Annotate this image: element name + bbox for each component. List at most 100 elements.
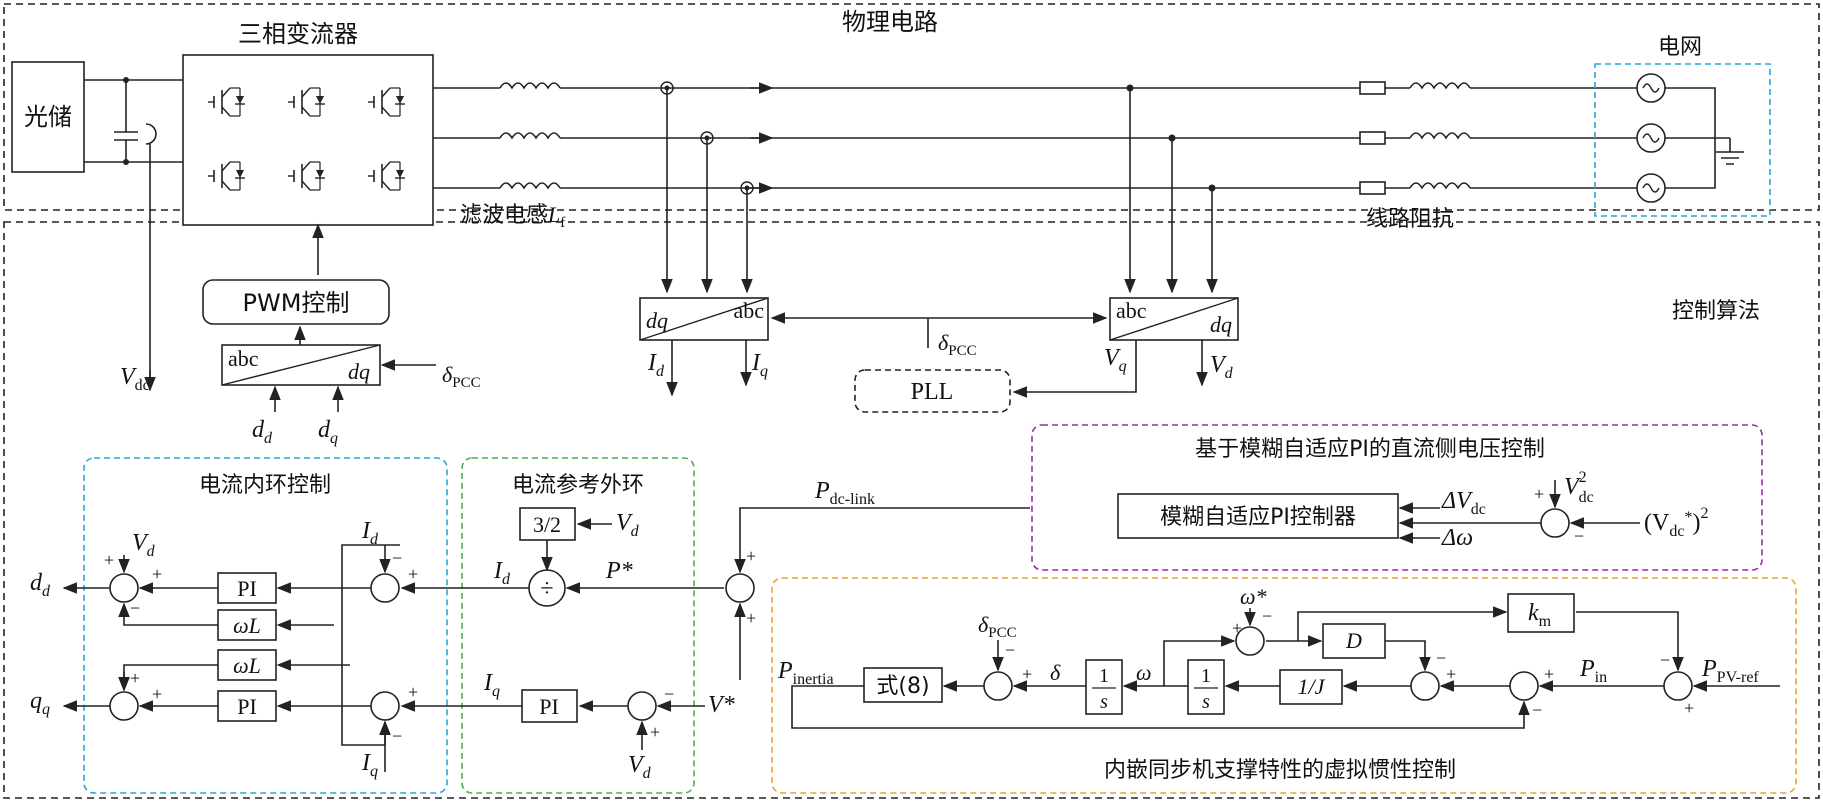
- fuzzy-box: [1031, 424, 1763, 571]
- phase-lines: [433, 87, 1730, 189]
- km-box: [1507, 593, 1575, 633]
- dc-node-bot: [123, 159, 129, 165]
- int1-num: 1: [1099, 665, 1109, 687]
- sum-pin: [1509, 671, 1539, 701]
- sumvdc-plus: +: [1534, 484, 1544, 504]
- dq-label: dq: [318, 417, 338, 447]
- sum-v: [627, 691, 657, 721]
- svg-text:+: +: [130, 668, 140, 688]
- pi-q-box: [217, 690, 277, 722]
- divider-label: ÷: [540, 576, 553, 602]
- int2-den: s: [1202, 691, 1210, 713]
- svg-text:−: −: [392, 548, 402, 568]
- id-label: Id: [647, 350, 665, 380]
- svg-text:+: +: [1684, 698, 1694, 718]
- inertia-wires: [791, 606, 1780, 729]
- svg-text:−: −: [1262, 606, 1272, 626]
- int2-num: 1: [1201, 665, 1211, 687]
- abc-dq-volt-abc: abc: [1116, 298, 1147, 323]
- p-star-label: P*: [605, 558, 633, 584]
- int2-box: [1187, 659, 1225, 715]
- ground-icon: [1716, 138, 1744, 165]
- converter-box: [182, 54, 434, 226]
- svg-text:+: +: [1232, 618, 1242, 638]
- current-loop-wires: [62, 544, 400, 772]
- sumvdc-minus: −: [1574, 526, 1584, 546]
- omega-sym: ω: [1136, 660, 1152, 685]
- vdc-label: Vdc: [120, 364, 150, 394]
- svg-text:−: −: [1005, 640, 1015, 660]
- dq-out-label: qq: [30, 688, 50, 718]
- iq-label: Iq: [751, 350, 768, 380]
- eq8-label: 式(8): [876, 674, 929, 699]
- source-box: [11, 61, 85, 173]
- grid-sources: [1636, 73, 1666, 203]
- physical-title: 物理电路: [842, 8, 938, 36]
- vd-gain-label: Vd: [616, 510, 640, 540]
- dd-out-label: dd: [30, 570, 51, 600]
- svg-text:+: +: [408, 564, 418, 584]
- pinertia-label: Pinertia: [777, 658, 834, 688]
- delta-pcc-pwm-label: δPCC: [442, 362, 481, 391]
- grid-label: 电网: [1658, 35, 1702, 60]
- pwm-box: [202, 279, 390, 325]
- ct-symbols: [660, 81, 1216, 195]
- abc-dq-volt-dq: dq: [1210, 312, 1232, 337]
- current-loop-title: 电流内环控制: [199, 473, 331, 498]
- sum-omega: [1235, 626, 1265, 656]
- pdclink-label: Pdc-link: [814, 478, 875, 508]
- pi-d-label: PI: [237, 576, 257, 601]
- int1-box: [1085, 659, 1123, 715]
- current-loop-signs: ++− −+ ++ +−: [104, 548, 418, 746]
- svg-text:+: +: [1544, 664, 1554, 684]
- dq-abc-pwm-dq: dq: [348, 359, 370, 384]
- svg-text:+: +: [152, 684, 162, 704]
- vdc-ref-label: (Vdc*)2: [1644, 505, 1708, 540]
- delta-sym: δ: [1050, 660, 1061, 685]
- converter-label: 三相变流器: [238, 20, 358, 48]
- fuzzy-controller-label: 模糊自适应PI控制器: [1160, 505, 1356, 530]
- grid-box: [1594, 63, 1771, 217]
- ppvref-label: PPV-ref: [1701, 656, 1759, 686]
- eq8-box: [863, 667, 943, 703]
- dd-label: dd: [252, 417, 273, 447]
- sump-plus1: +: [746, 546, 756, 566]
- j-box: [1279, 669, 1343, 705]
- iq-star-label: Iq: [483, 670, 500, 700]
- control-title: 控制算法: [1672, 299, 1760, 324]
- svg-text:−: −: [392, 726, 402, 746]
- line-inductors: [1409, 82, 1471, 189]
- delta-pcc-inertia-label: δPCC: [978, 612, 1017, 641]
- pi-d-box: [217, 572, 277, 604]
- sumv-plus: +: [650, 722, 660, 742]
- wl-d-box: [217, 609, 277, 641]
- vd-label: Vd: [1210, 352, 1234, 382]
- wl-d-label: ωL: [233, 613, 261, 638]
- svg-text:+: +: [1022, 664, 1032, 684]
- omega-star-label: ω*: [1240, 584, 1267, 609]
- inertia-signs: −+ +− −+ +− −+: [1005, 606, 1694, 720]
- id-cl-label: Id: [361, 518, 379, 548]
- sump-plus2: +: [746, 608, 756, 628]
- svg-text:+: +: [104, 550, 114, 570]
- abc-dq-cur-dq: dq: [646, 308, 668, 333]
- gain-box: [519, 507, 576, 541]
- j-label: 1/J: [1298, 674, 1326, 699]
- sum-j: [1410, 671, 1440, 701]
- svg-text:+: +: [1446, 664, 1456, 684]
- int1-den: s: [1100, 691, 1108, 713]
- pdclink-wire: [734, 507, 1030, 574]
- ref-loop-title: 电流参考外环: [512, 473, 644, 498]
- pll-box: [854, 369, 1011, 413]
- vd-sumv-label: Vd: [628, 752, 652, 782]
- sensor-taps: [661, 88, 1218, 294]
- sum-pv: [1663, 671, 1693, 701]
- filter-label: 滤波电感Lf: [460, 202, 565, 231]
- inertia-title: 内嵌同步机支撑特性的虚拟惯性控制: [1104, 758, 1456, 783]
- gain-label: 3/2: [533, 512, 561, 537]
- pi-q-label: PI: [237, 694, 257, 719]
- dv-label: ΔVdc: [1441, 488, 1486, 518]
- pin-label: Pin: [1579, 656, 1607, 686]
